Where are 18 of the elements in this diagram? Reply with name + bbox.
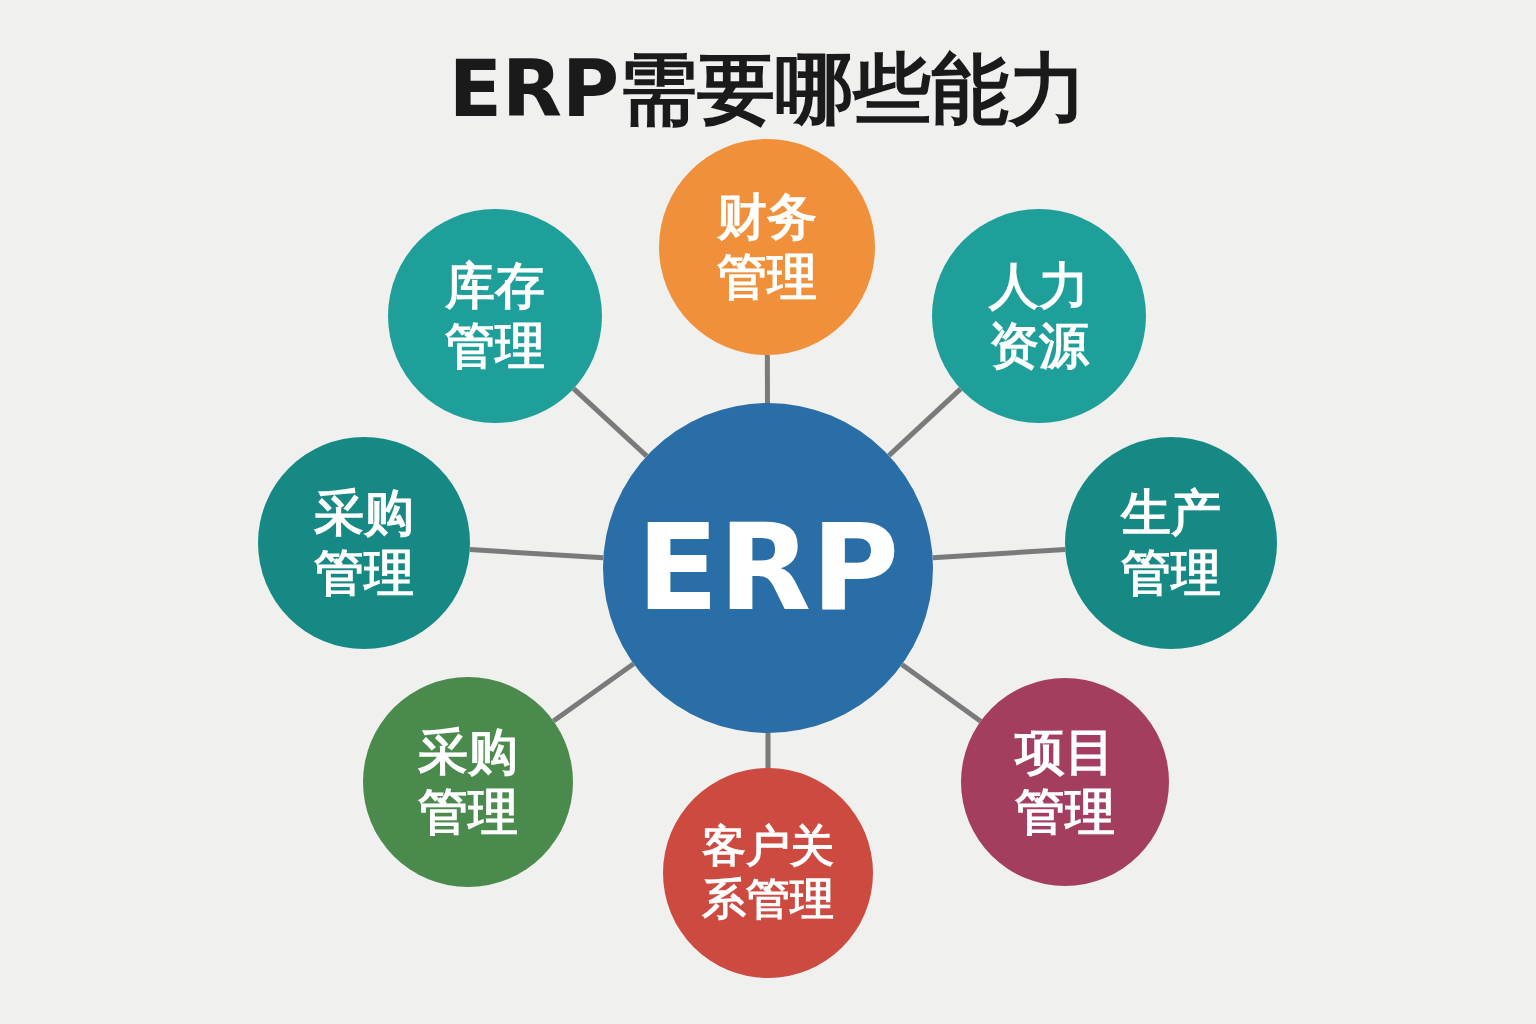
connector-line (932, 547, 1066, 561)
connector-line (765, 733, 771, 768)
module-label: ERP (636, 497, 900, 639)
connector-line (469, 547, 604, 561)
connector-line (552, 661, 636, 724)
connector-line (887, 387, 963, 458)
module-label: 库存管理 (444, 256, 546, 376)
module-label: 采购管理 (313, 483, 415, 603)
connector-line (900, 662, 983, 724)
module-label: 生产管理 (1119, 483, 1222, 603)
connector-line (571, 386, 649, 458)
title: ERP需要哪些能力 (448, 44, 1088, 134)
module-label: 财务管理 (716, 187, 818, 307)
module-label: 客户关系管理 (701, 820, 835, 926)
module-label: 采购管理 (417, 722, 519, 842)
module-label: 项目管理 (1013, 722, 1116, 842)
module-label: 人力资源 (987, 256, 1091, 376)
connector-line (764, 355, 770, 403)
